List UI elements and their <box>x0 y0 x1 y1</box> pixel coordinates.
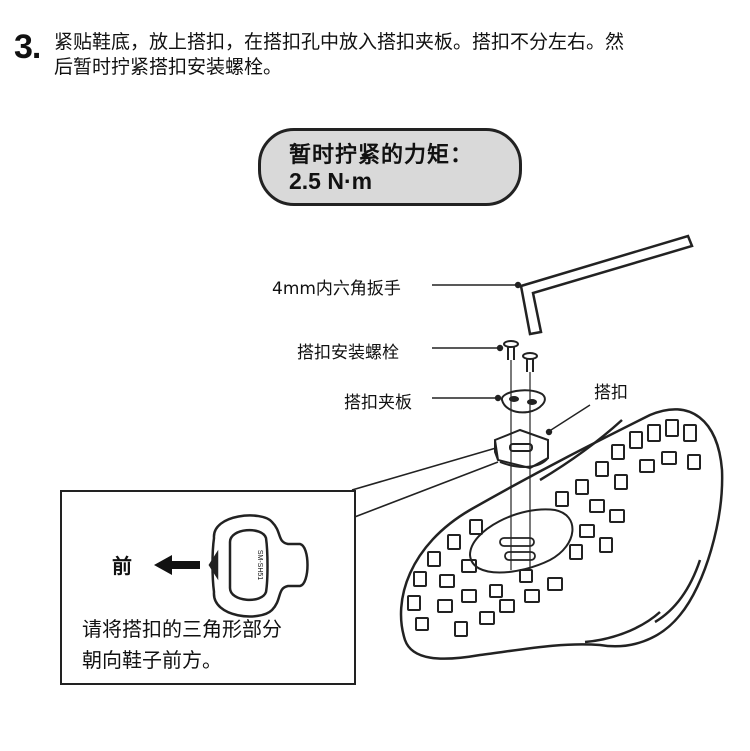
cleat-drawing <box>493 428 549 470</box>
orientation-note: 请将搭扣的三角形部分 朝向鞋子前方。 <box>82 614 352 676</box>
step-number: 3. <box>14 28 41 66</box>
step-instruction-line-1: 紧贴鞋底，放上搭扣，在搭扣孔中放入搭扣夹板。搭扣不分左右。然 <box>54 31 625 53</box>
front-label: 前 <box>112 554 132 578</box>
hex-wrench-drawing <box>519 234 694 336</box>
step-instruction-line-2: 后暂时拧紧搭扣安装螺栓。 <box>54 56 283 78</box>
shoe-sole-drawing <box>399 408 724 660</box>
hex-wrench-label: 4mm内六角扳手 <box>272 279 401 299</box>
inset-pointer-lines <box>351 447 499 519</box>
cleat-orientation-drawing: SM-SH51 <box>154 514 309 618</box>
cleat-marking: SM-SH51 <box>256 550 263 580</box>
orientation-note-line-1: 请将搭扣的三角形部分 <box>82 617 282 641</box>
step-instruction: 紧贴鞋底，放上搭扣，在搭扣孔中放入搭扣夹板。搭扣不分左右。然 后暂时拧紧搭扣安装… <box>54 30 734 80</box>
cleat-bolts-drawing <box>503 340 538 372</box>
cleat-plate-label: 搭扣夹板 <box>344 393 412 413</box>
orientation-note-line-2: 朝向鞋子前方。 <box>82 648 222 672</box>
cleat-top-view <box>208 514 309 618</box>
torque-callout: 暂时拧紧的力矩： 2.5 N·m <box>258 128 522 206</box>
orientation-inset: 前 SM-SH51 请将搭扣的三角形部分 朝向鞋子前方。 <box>60 490 356 685</box>
torque-title: 暂时拧紧的力矩： <box>289 143 474 168</box>
cleat-bolt-label: 搭扣安装螺栓 <box>297 343 399 363</box>
callout-leaders <box>432 281 591 436</box>
cleat-plate-drawing <box>501 389 546 414</box>
arrow-left-icon <box>154 555 200 575</box>
alignment-lines <box>510 360 531 570</box>
torque-value: 2.5 N·m <box>289 168 373 194</box>
cleat-label: 搭扣 <box>594 383 628 403</box>
